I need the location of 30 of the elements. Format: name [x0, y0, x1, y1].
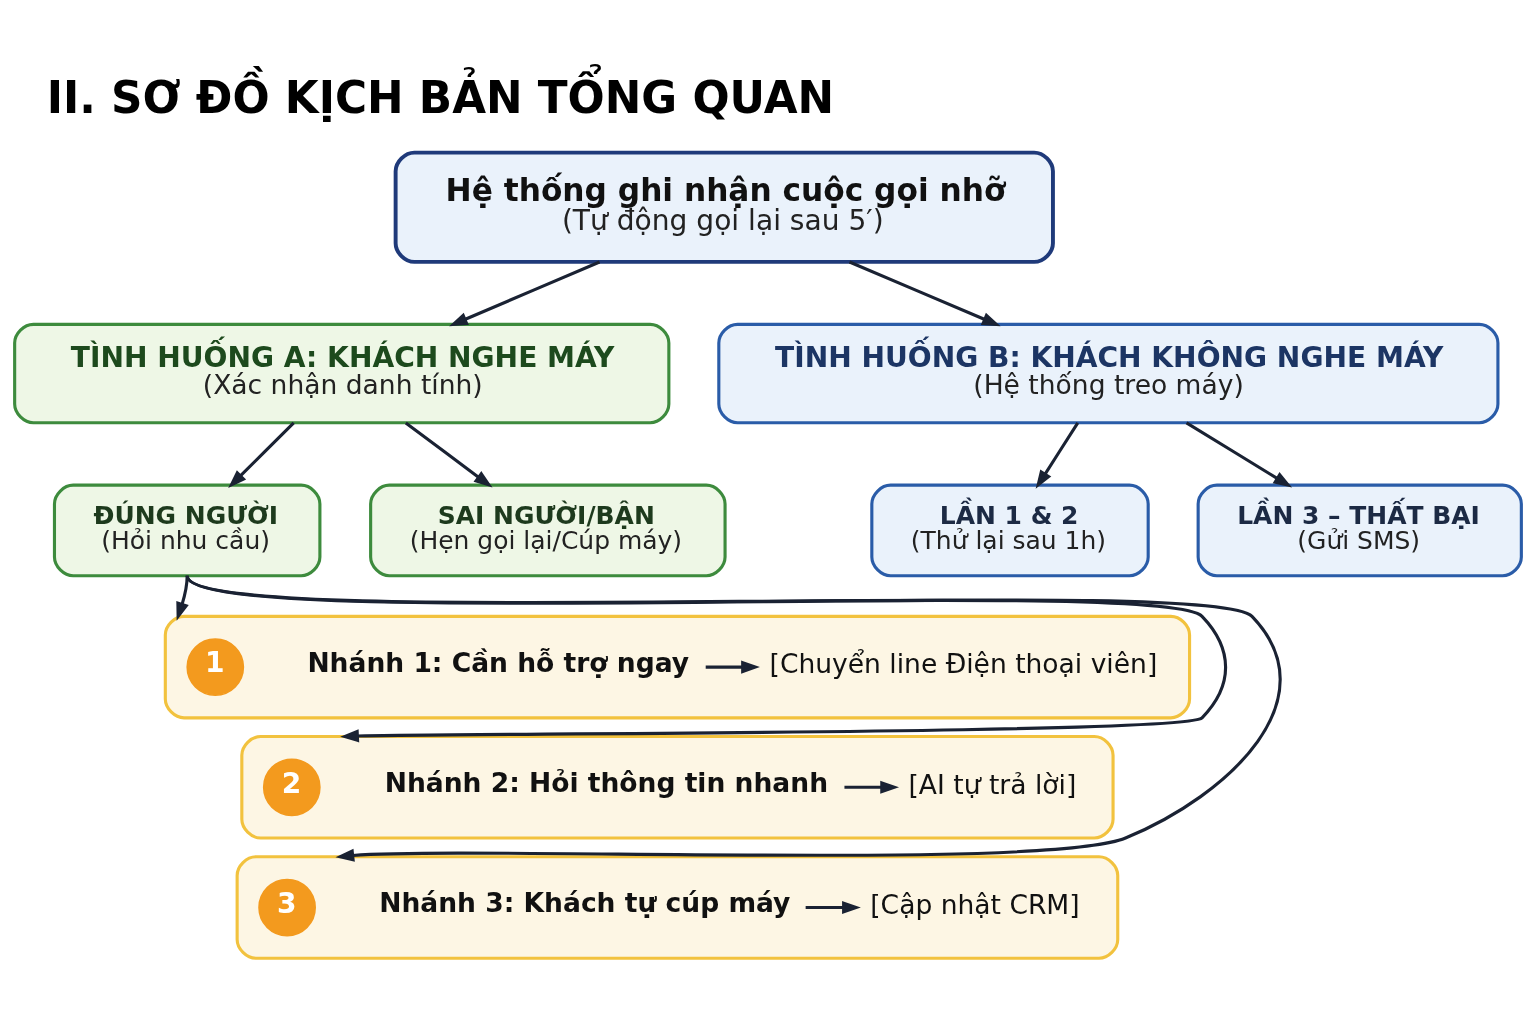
node-box: LẦN 1 & 2 (Thử lại sau 1h) [870, 483, 1150, 577]
node-text: [Chuyển line Điện thoại viên] [769, 647, 1158, 679]
arrow [805, 900, 861, 914]
arrow [1035, 421, 1080, 489]
node-box: LẦN 3 – THẤT BẠI (Gửi SMS) [1196, 483, 1523, 577]
arrow [449, 260, 601, 326]
node-circle: 2 [262, 757, 321, 816]
arrow [1185, 421, 1293, 487]
arrow [705, 660, 760, 674]
arrow [228, 421, 295, 488]
node-text: Nhánh 2: Hỏi thông tin nhanh [384, 766, 829, 798]
node-text: Nhánh 1: Cần hỗ trợ ngay [307, 646, 690, 678]
node-text: [Cập nhật CRM] [870, 888, 1080, 920]
node-box: Hệ thống ghi nhận cuộc gọi nhỡ (Tự động gọi lại sau 5′) [393, 150, 1055, 264]
node-box: SAI NGƯỜI/BẬN (Hẹn gọi lại/Cúp máy) [369, 483, 727, 577]
node-text: [AI tự trả lời] [908, 768, 1077, 800]
arrow [848, 260, 1001, 326]
node-circle: 1 [186, 637, 245, 696]
node-box: TÌNH HUỐNG B: KHÁCH KHÔNG NGHE MÁY (Hệ thống treo máy) [717, 322, 1500, 424]
arrow [176, 575, 189, 621]
cluster [235, 854, 1120, 960]
arrow [186, 573, 1281, 862]
cluster [163, 614, 1192, 719]
arrow [844, 780, 899, 794]
node-box: TÌNH HUỐNG A: KHÁCH NGHE MÁY (Xác nhận danh tính) [13, 322, 671, 424]
arrow [404, 421, 493, 488]
node-text: Nhánh 3: Khách tự cúp máy [379, 886, 791, 918]
node-box: ĐÚNG NGƯỜI (Hỏi nhu cầu) [52, 483, 322, 577]
node-circle: 3 [258, 878, 316, 936]
cluster [240, 734, 1115, 840]
